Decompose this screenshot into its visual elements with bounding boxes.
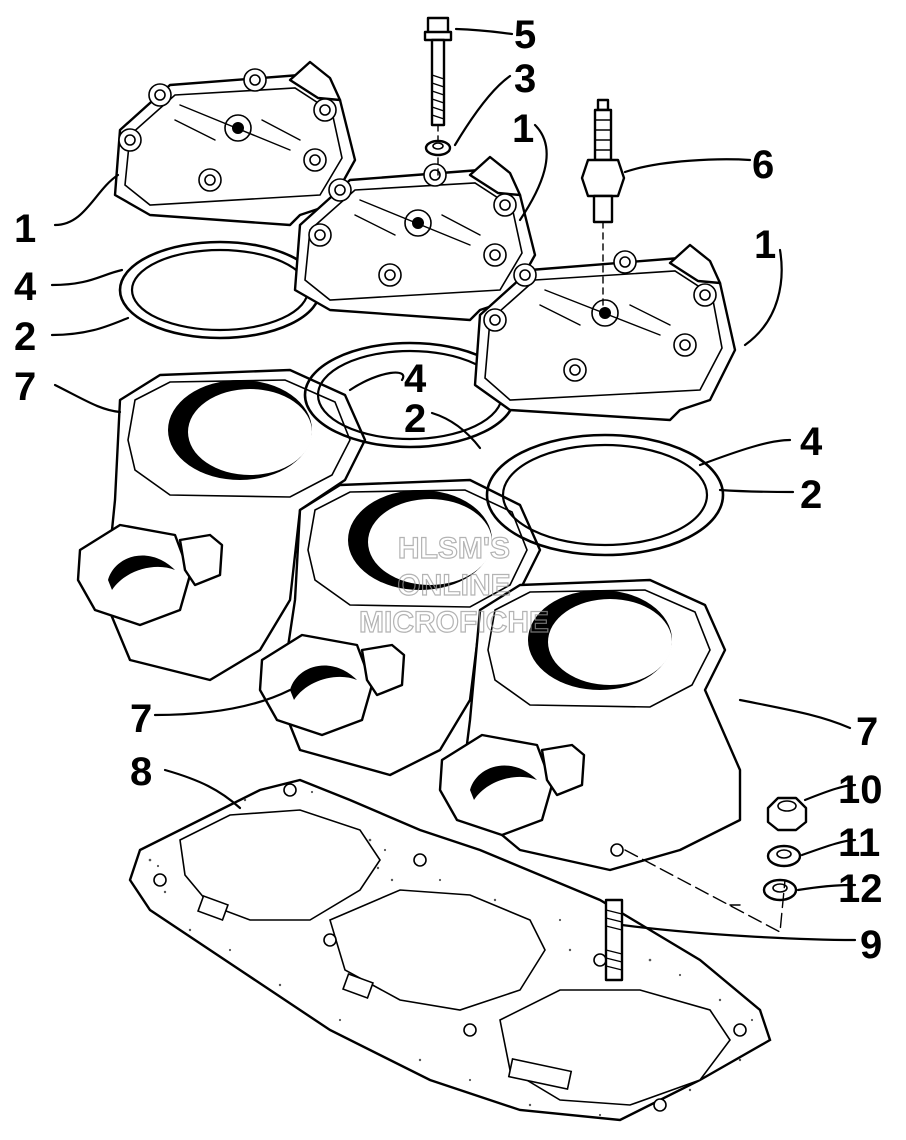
callout-2b: 2 — [404, 397, 426, 441]
callout-1c: 1 — [754, 223, 776, 267]
callout-6: 6 — [752, 143, 774, 187]
cylinder-right — [438, 578, 742, 872]
cylinder-head-right — [473, 243, 737, 422]
watermark-line-3: MICROFICHE — [359, 606, 549, 639]
callout-1a: 1 — [14, 207, 36, 251]
lock-washer — [766, 844, 802, 868]
callout-4a: 4 — [14, 265, 37, 309]
callout-4b: 4 — [404, 357, 427, 401]
callout-7a: 7 — [14, 365, 36, 409]
cylinder-middle — [258, 478, 542, 777]
cylinder-head-middle — [293, 155, 537, 322]
nut — [766, 796, 808, 832]
callout-7c: 7 — [856, 710, 878, 754]
watermark-line-2: ONLINE — [397, 569, 510, 602]
head-bolt — [423, 16, 453, 176]
callout-2c: 2 — [800, 473, 822, 517]
watermark-line-1: HLSM'S — [398, 532, 510, 565]
watermark: HLSM'S ONLINE MICROFICHE — [358, 531, 549, 639]
spark-plug — [580, 98, 626, 306]
callout-9: 9 — [860, 923, 882, 967]
callout-1b: 1 — [512, 107, 534, 151]
stud — [604, 898, 624, 982]
cylinder-left — [76, 368, 367, 682]
callout-8: 8 — [130, 750, 152, 794]
cylinder-head-left — [113, 60, 357, 227]
washer — [424, 139, 452, 157]
base-gasket — [128, 778, 772, 1122]
callout-12: 12 — [838, 867, 883, 911]
callout-10: 10 — [838, 768, 883, 812]
callout-2a: 2 — [14, 315, 36, 359]
callout-5: 5 — [514, 13, 536, 57]
callout-labels: 1 1 1 2 2 2 3 4 4 4 5 6 7 7 7 8 9 10 11 … — [14, 13, 883, 967]
callout-7b: 7 — [130, 697, 152, 741]
flat-washer — [762, 878, 798, 902]
leader-lines — [50, 27, 857, 942]
callout-4c: 4 — [800, 420, 823, 464]
callout-3: 3 — [514, 57, 536, 101]
callout-11: 11 — [838, 821, 880, 865]
